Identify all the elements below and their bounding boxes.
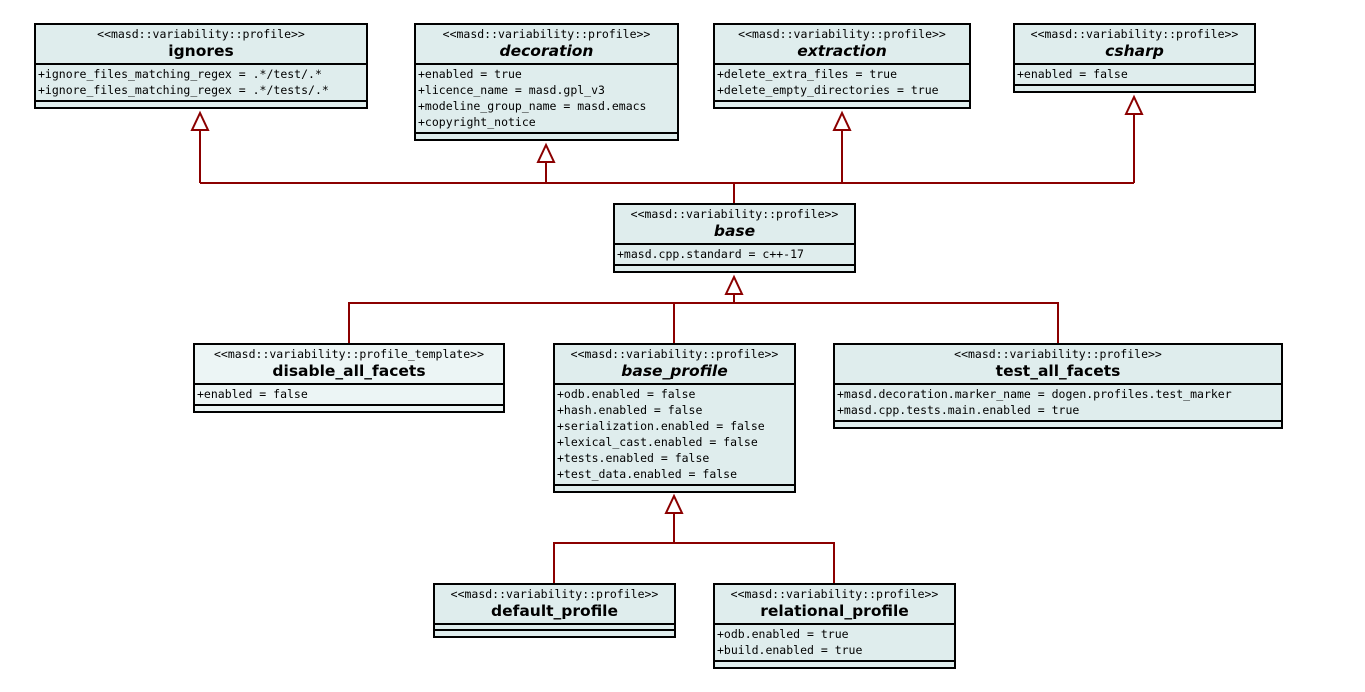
class-header: <<masd::variability::profile>> extractio… [715,25,969,65]
attribute: +serialization.enabled = false [557,419,765,433]
attribute: +licence_name = masd.gpl_v3 [418,83,605,97]
operations-compartment [36,102,366,107]
attributes-compartment: +enabled = false [1015,65,1254,86]
generalization-line [553,542,835,583]
stereotype: <<masd::variability::profile>> [630,207,839,221]
class-name: extraction [797,42,887,60]
attributes-compartment: +enabled = false [195,385,503,406]
operations-compartment [416,134,677,139]
attributes-compartment: +masd.cpp.standard = c++-17 [615,245,854,266]
class-base[interactable]: <<masd::variability::profile>> base +mas… [613,203,856,273]
operations-compartment [555,486,794,491]
attributes-compartment: +enabled = true +licence_name = masd.gpl… [416,65,677,134]
attribute: +enabled = false [1017,67,1128,81]
attribute: +masd.cpp.standard = c++-17 [617,247,804,261]
class-name: test_all_facets [995,362,1121,380]
class-header: <<masd::variability::profile>> test_all_… [835,345,1281,385]
attribute: +masd.cpp.tests.main.enabled = true [837,403,1080,417]
class-extraction[interactable]: <<masd::variability::profile>> extractio… [713,23,971,109]
operations-compartment [835,422,1281,427]
attributes-compartment: +masd.decoration.marker_name = dogen.pro… [835,385,1281,422]
attribute: +modeline_group_name = masd.emacs [418,99,647,113]
generalization-arrowhead [724,274,744,295]
stereotype: <<masd::variability::profile>> [738,27,946,41]
operations-compartment [435,631,674,636]
attributes-compartment: +odb.enabled = true +build.enabled = tru… [715,625,954,662]
class-csharp[interactable]: <<masd::variability::profile>> csharp +e… [1013,23,1256,93]
attribute: +ignore_files_matching_regex = .*/test/.… [38,67,322,81]
class-header: <<masd::variability::profile>> default_p… [435,585,674,625]
class-default-profile[interactable]: <<masd::variability::profile>> default_p… [433,583,676,638]
stereotype: <<masd::variability::profile>> [1030,27,1239,41]
generalization-line [348,302,1059,343]
attribute: +odb.enabled = false [557,387,696,401]
attribute: +ignore_files_matching_regex = .*/tests/… [38,83,329,97]
class-header: <<masd::variability::profile>> csharp [1015,25,1254,65]
generalization-arrowhead [1124,94,1144,115]
operations-compartment [715,662,954,667]
generalization-arrowhead [832,110,852,131]
attribute: +tests.enabled = false [557,451,710,465]
class-header: <<masd::variability::profile_template>> … [195,345,503,385]
operations-compartment [1015,86,1254,91]
class-ignores[interactable]: <<masd::variability::profile>> ignores +… [34,23,368,109]
class-base-profile[interactable]: <<masd::variability::profile>> base_prof… [553,343,796,493]
attributes-compartment [435,625,674,631]
class-name: default_profile [490,602,619,620]
class-name: base [713,222,756,240]
class-name: relational_profile [760,602,909,620]
attribute: +delete_empty_directories = true [717,83,939,97]
attribute: +odb.enabled = true [717,627,849,641]
generalization-arrowhead [190,110,210,131]
attribute: +test_data.enabled = false [557,467,738,481]
attribute: +lexical_cast.enabled = false [557,435,758,449]
class-disable-all-facets[interactable]: <<masd::variability::profile_template>> … [193,343,505,413]
attributes-compartment: +ignore_files_matching_regex = .*/test/.… [36,65,366,102]
attribute: +delete_extra_files = true [717,67,898,81]
class-name: base_profile [621,362,728,380]
operations-compartment [195,406,503,411]
class-header: <<masd::variability::profile>> relationa… [715,585,954,625]
class-relational-profile[interactable]: <<masd::variability::profile>> relationa… [713,583,956,669]
class-header: <<masd::variability::profile>> decoratio… [416,25,677,65]
class-name: decoration [499,42,594,60]
class-decoration[interactable]: <<masd::variability::profile>> decoratio… [414,23,679,141]
stereotype: <<masd::variability::profile>> [97,27,305,41]
attribute: +enabled = true [418,67,522,81]
attributes-compartment: +delete_extra_files = true +delete_empty… [715,65,969,102]
generalization-arrowhead [664,493,684,514]
class-header: <<masd::variability::profile>> base_prof… [555,345,794,385]
attribute: +build.enabled = true [717,643,863,657]
stereotype: <<masd::variability::profile>> [442,27,651,41]
stereotype: <<masd::variability::profile>> [730,587,939,601]
attribute: +hash.enabled = false [557,403,703,417]
generalization-arrowhead [536,142,556,163]
stereotype: <<masd::variability::profile>> [570,347,779,361]
stereotype: <<masd::variability::profile>> [450,587,659,601]
operations-compartment [615,266,854,271]
attribute: +masd.decoration.marker_name = dogen.pro… [837,387,1232,401]
class-name: csharp [1105,42,1164,60]
stereotype: <<masd::variability::profile>> [954,347,1162,361]
operations-compartment [715,102,969,107]
class-header: <<masd::variability::profile>> base [615,205,854,245]
attributes-compartment: +odb.enabled = false +hash.enabled = fal… [555,385,794,486]
stereotype: <<masd::variability::profile_template>> [213,347,485,361]
class-header: <<masd::variability::profile>> ignores [36,25,366,65]
class-name: ignores [168,42,234,60]
attribute: +enabled = false [197,387,308,401]
class-name: disable_all_facets [272,362,426,380]
class-test-all-facets[interactable]: <<masd::variability::profile>> test_all_… [833,343,1283,429]
attribute: +copyright_notice [418,115,536,129]
